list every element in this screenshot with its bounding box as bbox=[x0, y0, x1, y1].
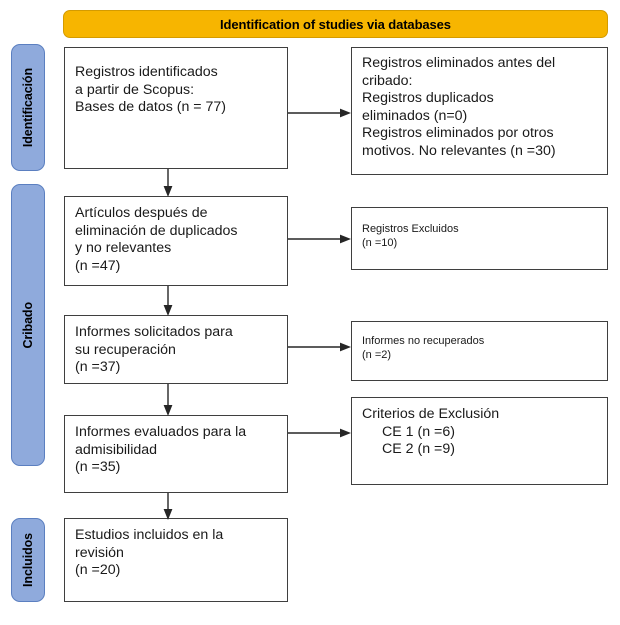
box-records-excluded-line-2: (n =10) bbox=[362, 237, 398, 249]
box-reports-not-retrieved-line-2: (n =2) bbox=[362, 349, 392, 361]
box-exclusion-criteria-line-3: CE 2 (n =9) bbox=[382, 441, 455, 458]
box-records-identified-line-1: Registros identificados bbox=[75, 64, 218, 80]
phase-tab-incluidos-label: Incluidos bbox=[21, 533, 35, 587]
box-reports-sought-line-3: (n =37) bbox=[75, 359, 121, 376]
box-records-removed-line-5: Registros eliminados por otros bbox=[362, 125, 554, 142]
phase-tab-incluidos: Incluidos bbox=[11, 518, 45, 602]
arrow-after-duplicates-to-excluded bbox=[288, 232, 351, 246]
arrow-identified-to-after-duplicates bbox=[161, 169, 175, 197]
box-records-identified-line-2: a partir de Scopus: bbox=[75, 81, 195, 98]
arrow-assessed-to-exclusion-criteria bbox=[288, 426, 351, 440]
box-records-removed-line-4: eliminados (n=0) bbox=[362, 107, 468, 124]
box-reports-sought-line-2: su recuperación bbox=[75, 341, 176, 358]
box-reports-not-retrieved-line-1: Informes no recuperados bbox=[362, 335, 485, 347]
box-exclusion-criteria: Criterios de Exclusión CE 1 (n =6) CE 2 … bbox=[351, 397, 608, 485]
box-reports-assessed-line-3: (n =35) bbox=[75, 459, 121, 476]
phase-tab-identificacion-label: Identificación bbox=[21, 67, 35, 148]
arrow-reports-sought-to-assessed bbox=[161, 384, 175, 416]
box-records-excluded: Registros Excluidos (n =10) bbox=[351, 207, 608, 270]
arrow-assessed-to-studies-included bbox=[161, 493, 175, 520]
box-studies-included-line-3: (n =20) bbox=[75, 562, 121, 579]
box-reports-sought-line-1: Informes solicitados para bbox=[75, 324, 233, 340]
box-studies-included-line-1: Estudios incluidos en la bbox=[75, 527, 224, 543]
box-reports-assessed-line-2: admisibilidad bbox=[75, 441, 158, 458]
box-studies-included-line-2: revisión bbox=[75, 544, 124, 561]
arrow-identified-to-removed bbox=[288, 106, 351, 120]
box-articles-after-duplicates: Artículos después de eliminación de dupl… bbox=[64, 196, 288, 286]
stage-banner-identification: Identification of studies via databases bbox=[63, 10, 608, 38]
arrow-after-duplicates-to-reports-sought bbox=[161, 286, 175, 316]
box-reports-assessed-line-1: Informes evaluados para la bbox=[75, 424, 247, 440]
box-records-identified: Registros identificados a partir de Scop… bbox=[64, 47, 288, 169]
box-articles-after-duplicates-line-1: Artículos después de bbox=[75, 205, 208, 221]
box-reports-not-retrieved: Informes no recuperados (n =2) bbox=[351, 321, 608, 381]
phase-tab-cribado-label: Cribado bbox=[21, 301, 35, 349]
phase-tab-cribado: Cribado bbox=[11, 184, 45, 466]
box-articles-after-duplicates-line-3: y no relevantes bbox=[75, 240, 172, 257]
box-records-removed-line-3: Registros duplicados bbox=[362, 90, 494, 107]
box-reports-sought: Informes solicitados para su recuperació… bbox=[64, 315, 288, 384]
box-records-identified-line-3: Bases de datos (n = 77) bbox=[75, 99, 227, 116]
box-records-excluded-line-1: Registros Excluidos bbox=[362, 223, 459, 235]
box-records-removed-line-6: motivos. No relevantes (n =30) bbox=[362, 142, 556, 159]
box-records-removed-line-1: Registros eliminados antes del bbox=[362, 55, 556, 71]
box-exclusion-criteria-line-1: Criterios de Exclusión bbox=[362, 406, 500, 422]
box-records-removed-before-screening: Registros eliminados antes del cribado: … bbox=[351, 47, 608, 175]
phase-tab-identificacion: Identificación bbox=[11, 44, 45, 171]
stage-banner-label: Identification of studies via databases bbox=[220, 16, 451, 32]
box-exclusion-criteria-line-2: CE 1 (n =6) bbox=[382, 423, 455, 440]
box-studies-included: Estudios incluidos en la revisión (n =20… bbox=[64, 518, 288, 602]
arrow-reports-sought-to-not-retrieved bbox=[288, 340, 351, 354]
box-articles-after-duplicates-line-4: (n =47) bbox=[75, 257, 121, 274]
box-records-removed-line-2: cribado: bbox=[362, 72, 413, 89]
box-articles-after-duplicates-line-2: eliminación de duplicados bbox=[75, 222, 238, 239]
box-reports-assessed: Informes evaluados para la admisibilidad… bbox=[64, 415, 288, 493]
